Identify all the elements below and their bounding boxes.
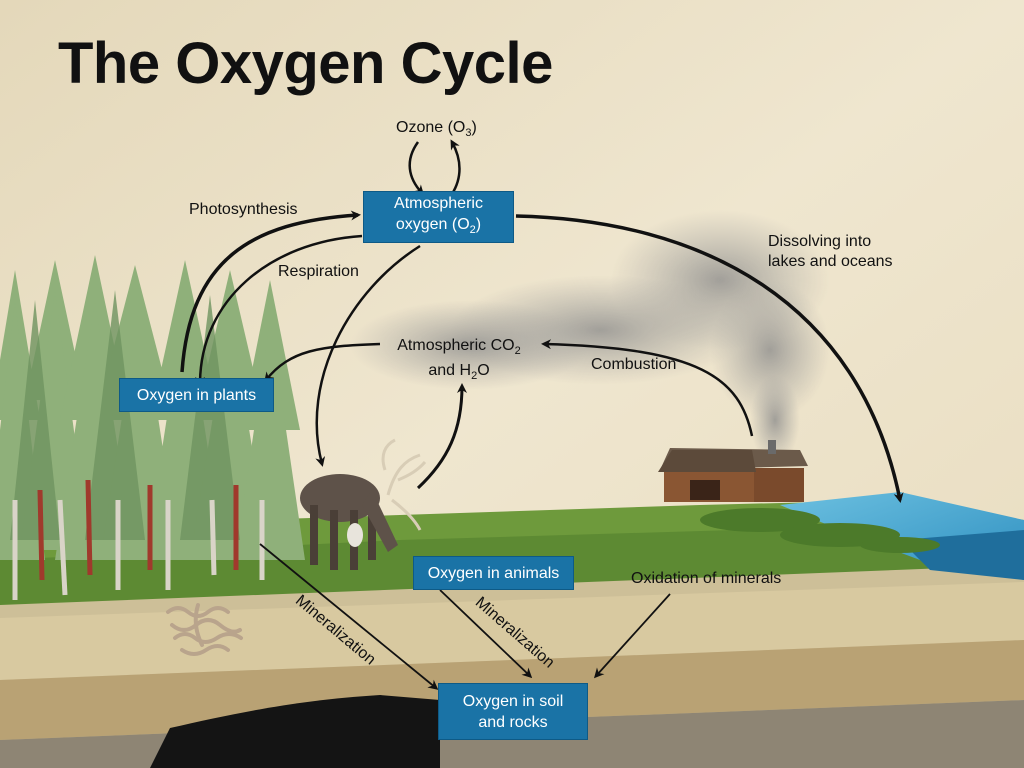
arrow-oxidation <box>593 593 671 679</box>
reindeer <box>300 438 427 570</box>
label-dissolving: Dissolving into lakes and oceans <box>768 232 893 272</box>
box-oxygen-in-soil: Oxygen in soil and rocks <box>438 683 588 740</box>
co2-subscript: 2 <box>514 345 521 358</box>
label-dissolving-line1: Dissolving into <box>768 233 872 250</box>
label-atmospheric-co2: Atmospheric CO2 and H2O <box>384 336 534 386</box>
arrow-ozone-down <box>408 141 425 196</box>
smoke-cloud <box>350 210 830 465</box>
o2-subscript: 2 <box>469 224 476 237</box>
arrow-dissolving <box>515 214 904 503</box>
o2-close-paren: ) <box>475 215 482 233</box>
box-oxygen-in-animals-label: Oxygen in animals <box>427 564 560 582</box>
arrow-ozone-up <box>450 139 461 195</box>
arrow-mineralization-left <box>259 543 439 690</box>
shrubs <box>700 508 940 553</box>
box-oxygen-in-animals: Oxygen in animals <box>413 556 574 590</box>
label-respiration: Respiration <box>278 263 359 280</box>
forest <box>0 255 305 600</box>
arrow-reindeer-to-co2 <box>416 383 467 490</box>
arrow-mineralization-right <box>439 589 533 679</box>
label-ozone: Ozone (O3) <box>396 118 477 143</box>
label-co2-line1: Atmospheric CO <box>397 337 515 354</box>
label-dissolving-line2: lakes and oceans <box>768 253 893 270</box>
label-co2-line2-end: O <box>477 362 490 380</box>
arrow-photosynthesis <box>180 210 361 373</box>
box-oxygen-in-plants: Oxygen in plants <box>119 378 274 412</box>
h2o-subscript: 2 <box>471 370 478 383</box>
cycle-arrows <box>180 139 904 690</box>
label-combustion: Combustion <box>591 356 677 373</box>
box-oxygen-in-soil-line2: and rocks <box>478 713 548 731</box>
label-ozone-text: Ozone (O <box>396 119 466 136</box>
arrow-co2-to-plants <box>264 342 381 383</box>
earthworms <box>166 603 243 656</box>
box-atmospheric-oxygen-line1: Atmospheric <box>394 194 483 212</box>
label-co2-line2: and H <box>428 362 472 380</box>
label-ozone-end: ) <box>471 119 477 136</box>
box-atmospheric-oxygen-line2: oxygen (O <box>395 215 470 233</box>
label-photosynthesis: Photosynthesis <box>189 201 298 218</box>
arrow-o2-to-animals <box>315 244 421 467</box>
o3-subscript: 3 <box>465 127 472 140</box>
box-oxygen-in-soil-line1: Oxygen in soil <box>462 692 564 710</box>
log-cabin <box>658 440 808 502</box>
page-title: The Oxygen Cycle <box>58 31 553 96</box>
arrow-respiration <box>195 234 363 387</box>
arrow-combustion <box>541 339 754 437</box>
label-oxidation-of-minerals: Oxidation of minerals <box>631 570 782 587</box>
box-oxygen-in-plants-label: Oxygen in plants <box>136 386 257 404</box>
box-atmospheric-oxygen: Atmospheric oxygen (O2) <box>363 191 514 243</box>
